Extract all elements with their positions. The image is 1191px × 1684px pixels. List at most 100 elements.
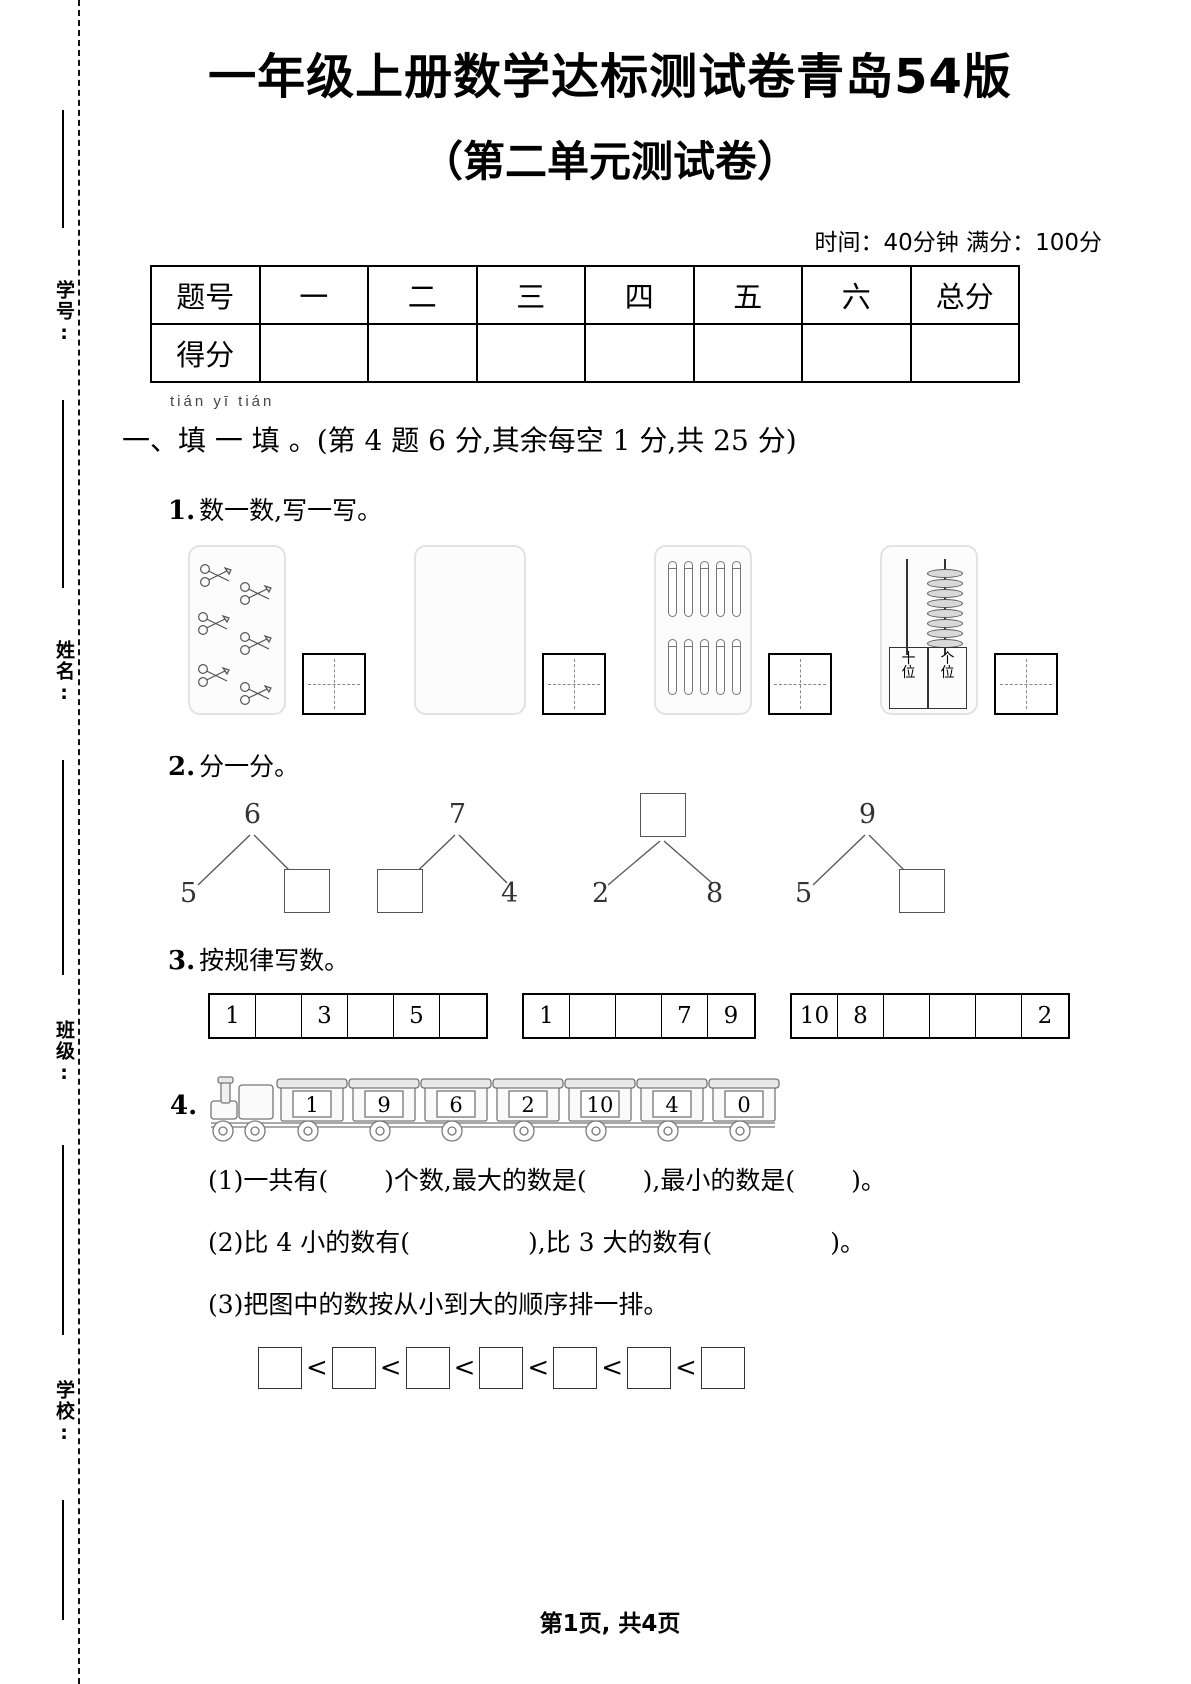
sequence-cell[interactable]: [616, 995, 662, 1038]
bond-top-box[interactable]: [639, 793, 686, 838]
question-4-number: 4.: [170, 1091, 198, 1122]
empty-panel: [414, 545, 526, 716]
score-input-cell[interactable]: [367, 323, 478, 384]
scissors-icon: [238, 631, 272, 657]
sequence-cell[interactable]: [570, 995, 616, 1038]
scissors-icon: [238, 681, 272, 707]
page-subtitle: （第二单元测试卷）: [420, 137, 799, 187]
compare-box[interactable]: [405, 1347, 450, 1390]
place-value-ones-char1: 个: [940, 651, 955, 668]
scissors-icon: [198, 563, 232, 589]
question-3: 3. 按规律写数。 1 3 5 1 7 9 10: [110, 941, 1110, 1040]
compare-box[interactable]: [479, 1347, 524, 1390]
sequence-cell[interactable]: 10: [792, 995, 838, 1038]
sequence-strip-2: 1 7 9: [522, 993, 756, 1040]
stick-icon: [668, 561, 677, 618]
margin-label-student-id: 学号:: [53, 280, 75, 346]
sequence-strip-3: 10 8 2: [790, 993, 1070, 1040]
cut-line: [78, 0, 80, 1684]
number-bond: 7 4: [355, 799, 560, 914]
sequence-cell[interactable]: [930, 995, 976, 1038]
q4-sub1-part-b: )个数,最大的数是(: [384, 1166, 587, 1196]
score-header-cell: 二: [367, 265, 478, 326]
question-3-text: 按规律写数。: [199, 946, 350, 976]
bond-top-value: 9: [858, 799, 877, 831]
compare-box[interactable]: [258, 1347, 302, 1390]
worksheet-page: 一年级上册数学达标测试卷青岛54版 （第二单元测试卷） 时间：40分钟 满分：1…: [110, 0, 1110, 1684]
bond-top-value: 6: [243, 799, 262, 831]
sequence-cell[interactable]: 8: [838, 995, 884, 1038]
answer-box-sticks[interactable]: [768, 653, 832, 716]
abacus-bead: [927, 629, 963, 639]
scissors-icon: [196, 663, 230, 689]
place-value-tens: 十 位: [889, 647, 928, 710]
question-2-text: 分一分。: [199, 752, 300, 782]
q4-sub2-part-b: ),比 3 大的数有(: [527, 1228, 713, 1258]
place-value-tens-char1: 十: [901, 651, 916, 668]
bond-right-box[interactable]: [284, 869, 330, 914]
score-input-cell[interactable]: [692, 323, 803, 384]
stick-icon: [700, 639, 709, 696]
answer-box-abacus[interactable]: [994, 653, 1058, 716]
answer-box-scissors[interactable]: [302, 653, 366, 716]
sequence-cell[interactable]: 5: [394, 995, 440, 1038]
compare-box[interactable]: [700, 1347, 745, 1390]
sequence-cell[interactable]: 2: [1022, 995, 1068, 1038]
section-pinyin: tián yī tián: [170, 393, 275, 411]
score-input-cell[interactable]: [475, 323, 586, 384]
stick-icon: [732, 639, 741, 696]
section-heading-text: 一、填 一 填 。(第 4 题 6 分,其余每空 1 分,共 25 分): [122, 424, 797, 458]
compare-box[interactable]: [626, 1347, 671, 1390]
compare-box[interactable]: [331, 1347, 376, 1390]
margin-rule-2: [62, 400, 64, 588]
question-4: 4.: [110, 1065, 1110, 1390]
sequence-cell[interactable]: [348, 995, 394, 1038]
sequence-cell[interactable]: 7: [662, 995, 708, 1038]
answer-box-empty[interactable]: [542, 653, 606, 716]
margin-label-name: 姓名:: [53, 640, 75, 706]
score-header-cell: 三: [475, 265, 586, 326]
sequence-cell[interactable]: [440, 995, 486, 1038]
sequence-cell[interactable]: [976, 995, 1022, 1038]
score-header-cell: 六: [801, 265, 912, 326]
question-3-head: 3. 按规律写数。: [110, 941, 1110, 977]
train-car-number: 6: [449, 1093, 462, 1117]
less-than-sign: <: [379, 1353, 402, 1384]
score-header-cell: 题号: [150, 265, 261, 326]
bond-right-value: 8: [706, 878, 724, 910]
train-car-number: 9: [377, 1093, 390, 1117]
question-4-train-row: 4.: [110, 1065, 1110, 1143]
score-input-cell[interactable]: [801, 323, 912, 384]
sequence-cell[interactable]: 3: [302, 995, 348, 1038]
train-car-number: 4: [665, 1093, 678, 1117]
margin-labels: 学号: 姓名: 班级: 学校:: [16, 0, 78, 1684]
stick-icon: [732, 561, 741, 618]
sequence-cell[interactable]: 1: [524, 995, 570, 1038]
sequence-cell[interactable]: 1: [210, 995, 256, 1038]
question-1-number: 1.: [168, 496, 196, 527]
page-title: 一年级上册数学达标测试卷青岛54版: [208, 49, 1012, 105]
place-value-ones: 个 位: [928, 647, 967, 710]
abacus-bead: [927, 569, 963, 579]
q4-sub1-part-a: (1)一共有(: [208, 1166, 329, 1196]
abacus-panel: 十 位 个 位: [880, 545, 978, 716]
number-bond: 9 5: [765, 799, 970, 914]
q4-sub1-part-d: )。: [851, 1166, 886, 1196]
score-input-cell[interactable]: [909, 323, 1020, 384]
compare-box[interactable]: [553, 1347, 598, 1390]
abacus-bead: [927, 589, 963, 599]
sequence-cell[interactable]: [256, 995, 302, 1038]
sequence-strip-1: 1 3 5: [208, 993, 488, 1040]
bond-left-box[interactable]: [377, 869, 423, 914]
less-than-sign: <: [453, 1353, 476, 1384]
question-2-head: 2. 分一分。: [110, 747, 1110, 783]
score-input-cell[interactable]: [258, 323, 369, 384]
margin-rule-3: [62, 760, 64, 975]
sequence-cell[interactable]: 9: [708, 995, 754, 1038]
bond-right-box[interactable]: [899, 869, 945, 914]
section-heading-1: tián yī tián 一、填 一 填 。(第 4 题 6 分,其余每空 1 …: [110, 393, 1110, 459]
score-input-cell[interactable]: [584, 323, 695, 384]
sequence-cell[interactable]: [884, 995, 930, 1038]
score-header-cell: 一: [258, 265, 369, 326]
train-illustration: 1 9 6 2 10 4 0: [203, 1065, 783, 1143]
